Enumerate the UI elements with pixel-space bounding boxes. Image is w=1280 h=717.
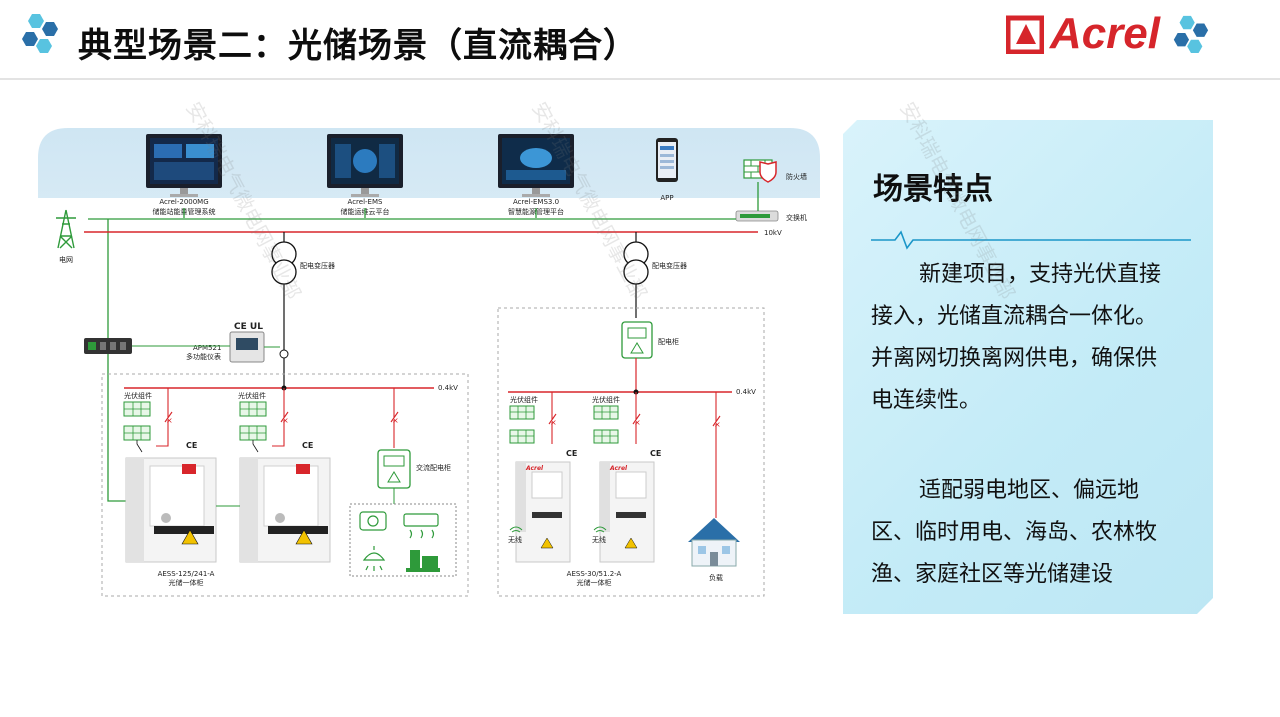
ce-mark-3: CE bbox=[566, 449, 577, 458]
load-label: 负载 bbox=[709, 573, 723, 582]
network-switch-icon bbox=[735, 210, 779, 222]
outdoor-cabinet-2 bbox=[599, 461, 655, 563]
system-diagram: Acrel-2000MG 储能站能量管理系统 Acrel-EMS 储能运维云平台… bbox=[38, 128, 820, 608]
firewall-label: 防火墙 bbox=[786, 172, 807, 181]
monitor-ems bbox=[327, 134, 403, 197]
breaker-x-2: × bbox=[282, 416, 289, 425]
right-cabinet-model: AESS-30/51.2-A bbox=[567, 570, 622, 578]
ac-cabinet-label: 交流配电柜 bbox=[416, 463, 451, 472]
brand-name: Acrel bbox=[1049, 9, 1160, 58]
motor-icon bbox=[359, 511, 387, 531]
house-load-icon bbox=[688, 518, 740, 567]
brand-logo: Acrel bbox=[1005, 9, 1210, 58]
pv-label-3: 光伏组件 bbox=[510, 395, 538, 404]
solar-panel-icon-1 bbox=[123, 401, 151, 441]
breaker-x-5: × bbox=[634, 418, 641, 427]
left-cabinet-model: AESS-125/241-A bbox=[158, 570, 215, 578]
pv-label-4: 光伏组件 bbox=[592, 395, 620, 404]
voltage-04kv-label-2: 0.4kV bbox=[736, 388, 756, 396]
power-grid-tower-icon bbox=[56, 209, 76, 249]
pump-icon bbox=[406, 550, 440, 572]
wireless-label-2: 无线 bbox=[592, 535, 606, 544]
cert-marks: CE UL bbox=[234, 322, 263, 332]
wifi-icon-2 bbox=[593, 526, 607, 533]
page-title: 典型场景二：光储场景（直流耦合） bbox=[78, 26, 638, 66]
ce-mark-1: CE bbox=[186, 441, 197, 450]
breaker-x-1: × bbox=[166, 416, 173, 425]
energy-storage-cabinet-1 bbox=[125, 457, 217, 563]
monitor-2000mg bbox=[146, 134, 222, 197]
left-cabinet-name: 光储一体柜 bbox=[169, 578, 204, 587]
ce-mark-2: CE bbox=[302, 441, 313, 450]
lamp-icon bbox=[362, 546, 386, 571]
header-divider bbox=[0, 78, 1280, 80]
wireless-label-1: 无线 bbox=[508, 535, 522, 544]
network-bus-line bbox=[88, 182, 759, 502]
transformer-icon-2 bbox=[623, 241, 649, 285]
switch-label: 交换机 bbox=[786, 213, 807, 222]
transformer-label-2: 配电变压器 bbox=[652, 261, 687, 270]
transformer-label-1: 配电变压器 bbox=[300, 261, 335, 270]
screen-model-3: Acrel-EMS3.0 bbox=[513, 198, 559, 206]
ac-distribution-cabinet-icon bbox=[377, 449, 411, 489]
app-label: APP bbox=[660, 194, 673, 202]
cabinet-brand-1: Acrel bbox=[525, 465, 544, 472]
right-system-box bbox=[497, 307, 765, 597]
pulse-line-decoration bbox=[871, 228, 1191, 250]
firewall-icon bbox=[743, 159, 777, 183]
panel-paragraph-2: 适配弱电地区、偏远地区、临时用电、海岛、农林牧渔、家庭社区等光储建设 bbox=[871, 478, 1158, 587]
panel-paragraph-1: 新建项目，支持光伏直接接入，光储直流耦合一体化。并离网切换离网供电，确保供电连续… bbox=[871, 262, 1162, 413]
dist-cabinet-label: 配电柜 bbox=[658, 337, 679, 346]
breaker-x-3: × bbox=[392, 416, 399, 425]
screen-model-1: Acrel-2000MG bbox=[159, 198, 208, 206]
right-cabinet-name: 光储一体柜 bbox=[577, 578, 612, 587]
meter-model: APM521 bbox=[193, 344, 221, 352]
solar-panel-icon-3 bbox=[509, 405, 535, 444]
wifi-icon-1 bbox=[509, 526, 523, 533]
meter-device-icon bbox=[229, 331, 289, 363]
screen-model-2: Acrel-EMS bbox=[348, 198, 383, 206]
ac-load-box bbox=[349, 503, 457, 577]
transformer-icon-1 bbox=[271, 241, 297, 285]
breaker-x-4: × bbox=[550, 418, 557, 427]
air-conditioner-icon bbox=[403, 513, 439, 539]
grid-label: 电网 bbox=[59, 255, 73, 264]
voltage-04kv-label-1: 0.4kV bbox=[438, 384, 458, 392]
left-system-box bbox=[101, 373, 469, 597]
hexagon-logo-right-icon bbox=[1173, 15, 1209, 54]
cabinet-brand-2: Acrel bbox=[609, 465, 628, 472]
voltage-10kv-label: 10kV bbox=[764, 229, 782, 237]
acrel-mark-icon bbox=[1005, 15, 1044, 54]
outdoor-cabinet-1 bbox=[515, 461, 571, 563]
monitor-ems3 bbox=[498, 134, 574, 197]
distribution-cabinet-icon bbox=[621, 321, 653, 359]
hexagon-logo-left-icon bbox=[22, 14, 58, 53]
breaker-x-6: × bbox=[714, 420, 721, 429]
solar-panel-icon-4 bbox=[593, 405, 619, 444]
phone-app-icon bbox=[656, 138, 678, 182]
pv-label-1: 光伏组件 bbox=[124, 391, 152, 400]
gateway-device-icon bbox=[84, 338, 132, 354]
pv-label-2: 光伏组件 bbox=[238, 391, 266, 400]
scenario-features-panel: 场景特点 新建项目，支持光伏直接接入，光储直流耦合一体化。并离网切换离网供电，确… bbox=[843, 120, 1213, 614]
ce-mark-4: CE bbox=[650, 449, 661, 458]
energy-storage-cabinet-2 bbox=[239, 457, 331, 563]
panel-title: 场景特点 bbox=[873, 172, 993, 207]
solar-panel-icon-2 bbox=[239, 401, 267, 441]
meter-name: 多功能仪表 bbox=[186, 352, 221, 361]
